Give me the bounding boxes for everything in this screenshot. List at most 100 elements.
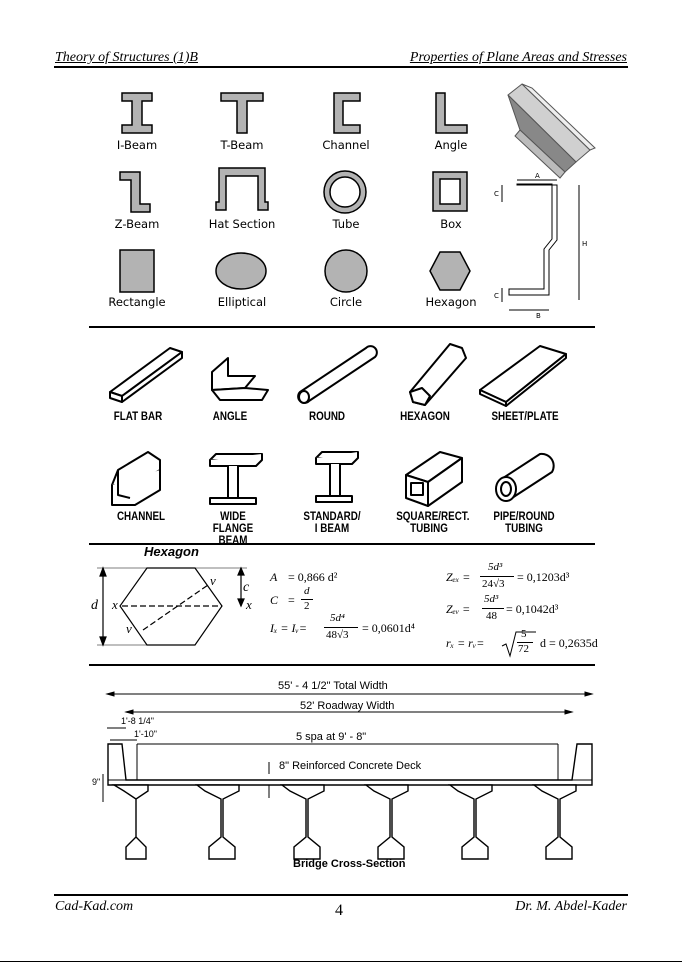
bridge-deck: 8" Reinforced Concrete Deck (279, 760, 422, 772)
bridge-girders (111, 784, 577, 860)
section-rule-2 (89, 543, 595, 545)
hat-section-icon (215, 167, 269, 211)
section-rule-1 (89, 326, 595, 328)
bridge-caption: Bridge Cross-Section (293, 858, 406, 870)
channel-photo-icon (507, 83, 596, 179)
label-elliptical: Elliptical (217, 295, 267, 309)
formula-c-den: 2 (304, 600, 310, 612)
bridge-dim-2: 1'-10" (134, 729, 157, 739)
formula-c-num: d (304, 585, 310, 597)
page-bottom-rule (0, 961, 682, 962)
label-angle: Angle (434, 138, 468, 152)
hex-label-v-top: v (210, 573, 216, 588)
bridge-dim-3: 9" (92, 777, 101, 787)
z-beam-icon (119, 171, 151, 213)
label-channel: Channel (322, 138, 370, 152)
label-hexagon: Hexagon (425, 295, 477, 309)
label-z-beam: Z-Beam (114, 217, 160, 231)
formula-a-lhs: A (270, 570, 278, 584)
caption-standard-i: STANDARD/ I BEAM (303, 509, 361, 535)
formula-zev-den: 48 (486, 610, 497, 622)
bridge-total-width: 55' - 4 1/2" Total Width (278, 680, 388, 692)
angle-3d-icon (211, 357, 269, 401)
label-hat-section: Hat Section (208, 217, 276, 231)
hexagon-icon (429, 251, 471, 291)
rectangle-icon (119, 249, 155, 293)
bridge-dim-1: 1'-8 1/4" (121, 716, 154, 726)
caption-square-tubing: SQUARE/RECT. TUBING (396, 509, 470, 535)
dim-b-label: B (536, 312, 541, 320)
header-left: Theory of Structures (1)B (55, 50, 198, 65)
label-i-beam: I-Beam (116, 138, 158, 152)
formula-r-den: 72 (518, 643, 529, 655)
formula-zev-num: 5d³ (484, 593, 499, 605)
hexagon-bar-icon (409, 343, 467, 406)
stock-shapes-figure (109, 343, 567, 507)
hexagon-section-figure (97, 566, 247, 647)
channel-3d-icon (111, 451, 161, 506)
formula-zex-num: 5d³ (488, 561, 503, 573)
dim-h-label: H (582, 240, 587, 248)
formula-c-bar (301, 599, 313, 600)
sheet-plate-icon (479, 345, 567, 407)
formula-r-lhs: rₓ = rᵥ= (446, 636, 485, 650)
formula-zex-den: 24√3 (482, 578, 505, 590)
elliptical-icon (215, 252, 267, 290)
caption-flat-bar: FLAT BAR (113, 409, 163, 423)
formula-i-lhs: Iₓ = Iᵥ= (270, 621, 307, 635)
standard-i-beam-icon (315, 451, 359, 503)
hex-label-c: c (243, 580, 250, 595)
formula-i-rhs: = 0,0601d⁴ (362, 621, 415, 635)
formula-r-bar (517, 642, 533, 643)
circle-icon (324, 249, 368, 293)
formula-zev-bar (482, 608, 504, 609)
formula-r-rhs: d = 0,2635d (540, 636, 598, 650)
angle-icon (435, 92, 468, 134)
label-circle: Circle (329, 295, 363, 309)
formula-i-den: 48√3 (326, 629, 349, 641)
header-rule (54, 66, 628, 68)
bridge-cross-section-drawing (102, 691, 594, 860)
formula-c-eq: = (288, 593, 295, 607)
caption-wide-flange: WIDE FLANGE BEAM (212, 509, 254, 547)
hex-label-x-left: x (112, 597, 118, 612)
formula-zex-rhs: = 0,1203d³ (517, 570, 570, 584)
caption-pipe-tubing: PIPE/ROUND TUBING (493, 509, 555, 535)
shapes-grid-figure: A H C C B (119, 83, 596, 320)
page-number: 4 (335, 902, 343, 919)
formula-zev-lhs: Zₑᵥ = (446, 602, 471, 616)
i-beam-icon (121, 92, 153, 134)
label-tube: Tube (332, 217, 360, 231)
formula-a-rhs: = 0,866 d² (288, 570, 338, 584)
footer-right: Dr. M. Abdel-Kader (515, 899, 627, 914)
formula-zex-lhs: Zₑₓ = (446, 570, 471, 584)
footer-rule (54, 894, 628, 896)
bridge-roadway-width: 52' Roadway Width (300, 700, 395, 712)
formula-zex-bar (480, 576, 514, 577)
pipe-tubing-icon (495, 452, 555, 502)
bridge-spacing: 5 spa at 9' - 8" (296, 731, 367, 743)
hex-label-v-bottom: v (126, 621, 132, 636)
dim-c1-label: C (494, 190, 499, 198)
section-rule-3 (89, 664, 595, 666)
hexagon-title: Hexagon (144, 544, 199, 559)
caption-channel: CHANNEL (116, 509, 166, 523)
z-section-drawing (501, 179, 580, 311)
round-bar-icon (297, 345, 378, 404)
label-rectangle: Rectangle (108, 295, 166, 309)
footer-left: Cad-Kad.com (55, 899, 134, 914)
dim-c2-label: C (494, 292, 499, 300)
formula-r-sqrt-icon (501, 631, 536, 658)
t-beam-icon (220, 92, 264, 134)
caption-sheet-plate: SHEET/PLATE (491, 409, 559, 423)
formula-zev-rhs: = 0,1042d³ (506, 602, 559, 616)
formula-i-num: 5d⁴ (330, 612, 345, 624)
caption-angle: ANGLE (212, 409, 248, 423)
channel-icon (333, 92, 361, 134)
hex-label-d: d (91, 598, 98, 613)
caption-round: ROUND (308, 409, 346, 423)
wide-flange-icon (209, 453, 263, 505)
header-right: Properties of Plane Areas and Stresses (409, 50, 627, 65)
flat-bar-icon (109, 347, 183, 403)
label-box: Box (440, 217, 462, 231)
